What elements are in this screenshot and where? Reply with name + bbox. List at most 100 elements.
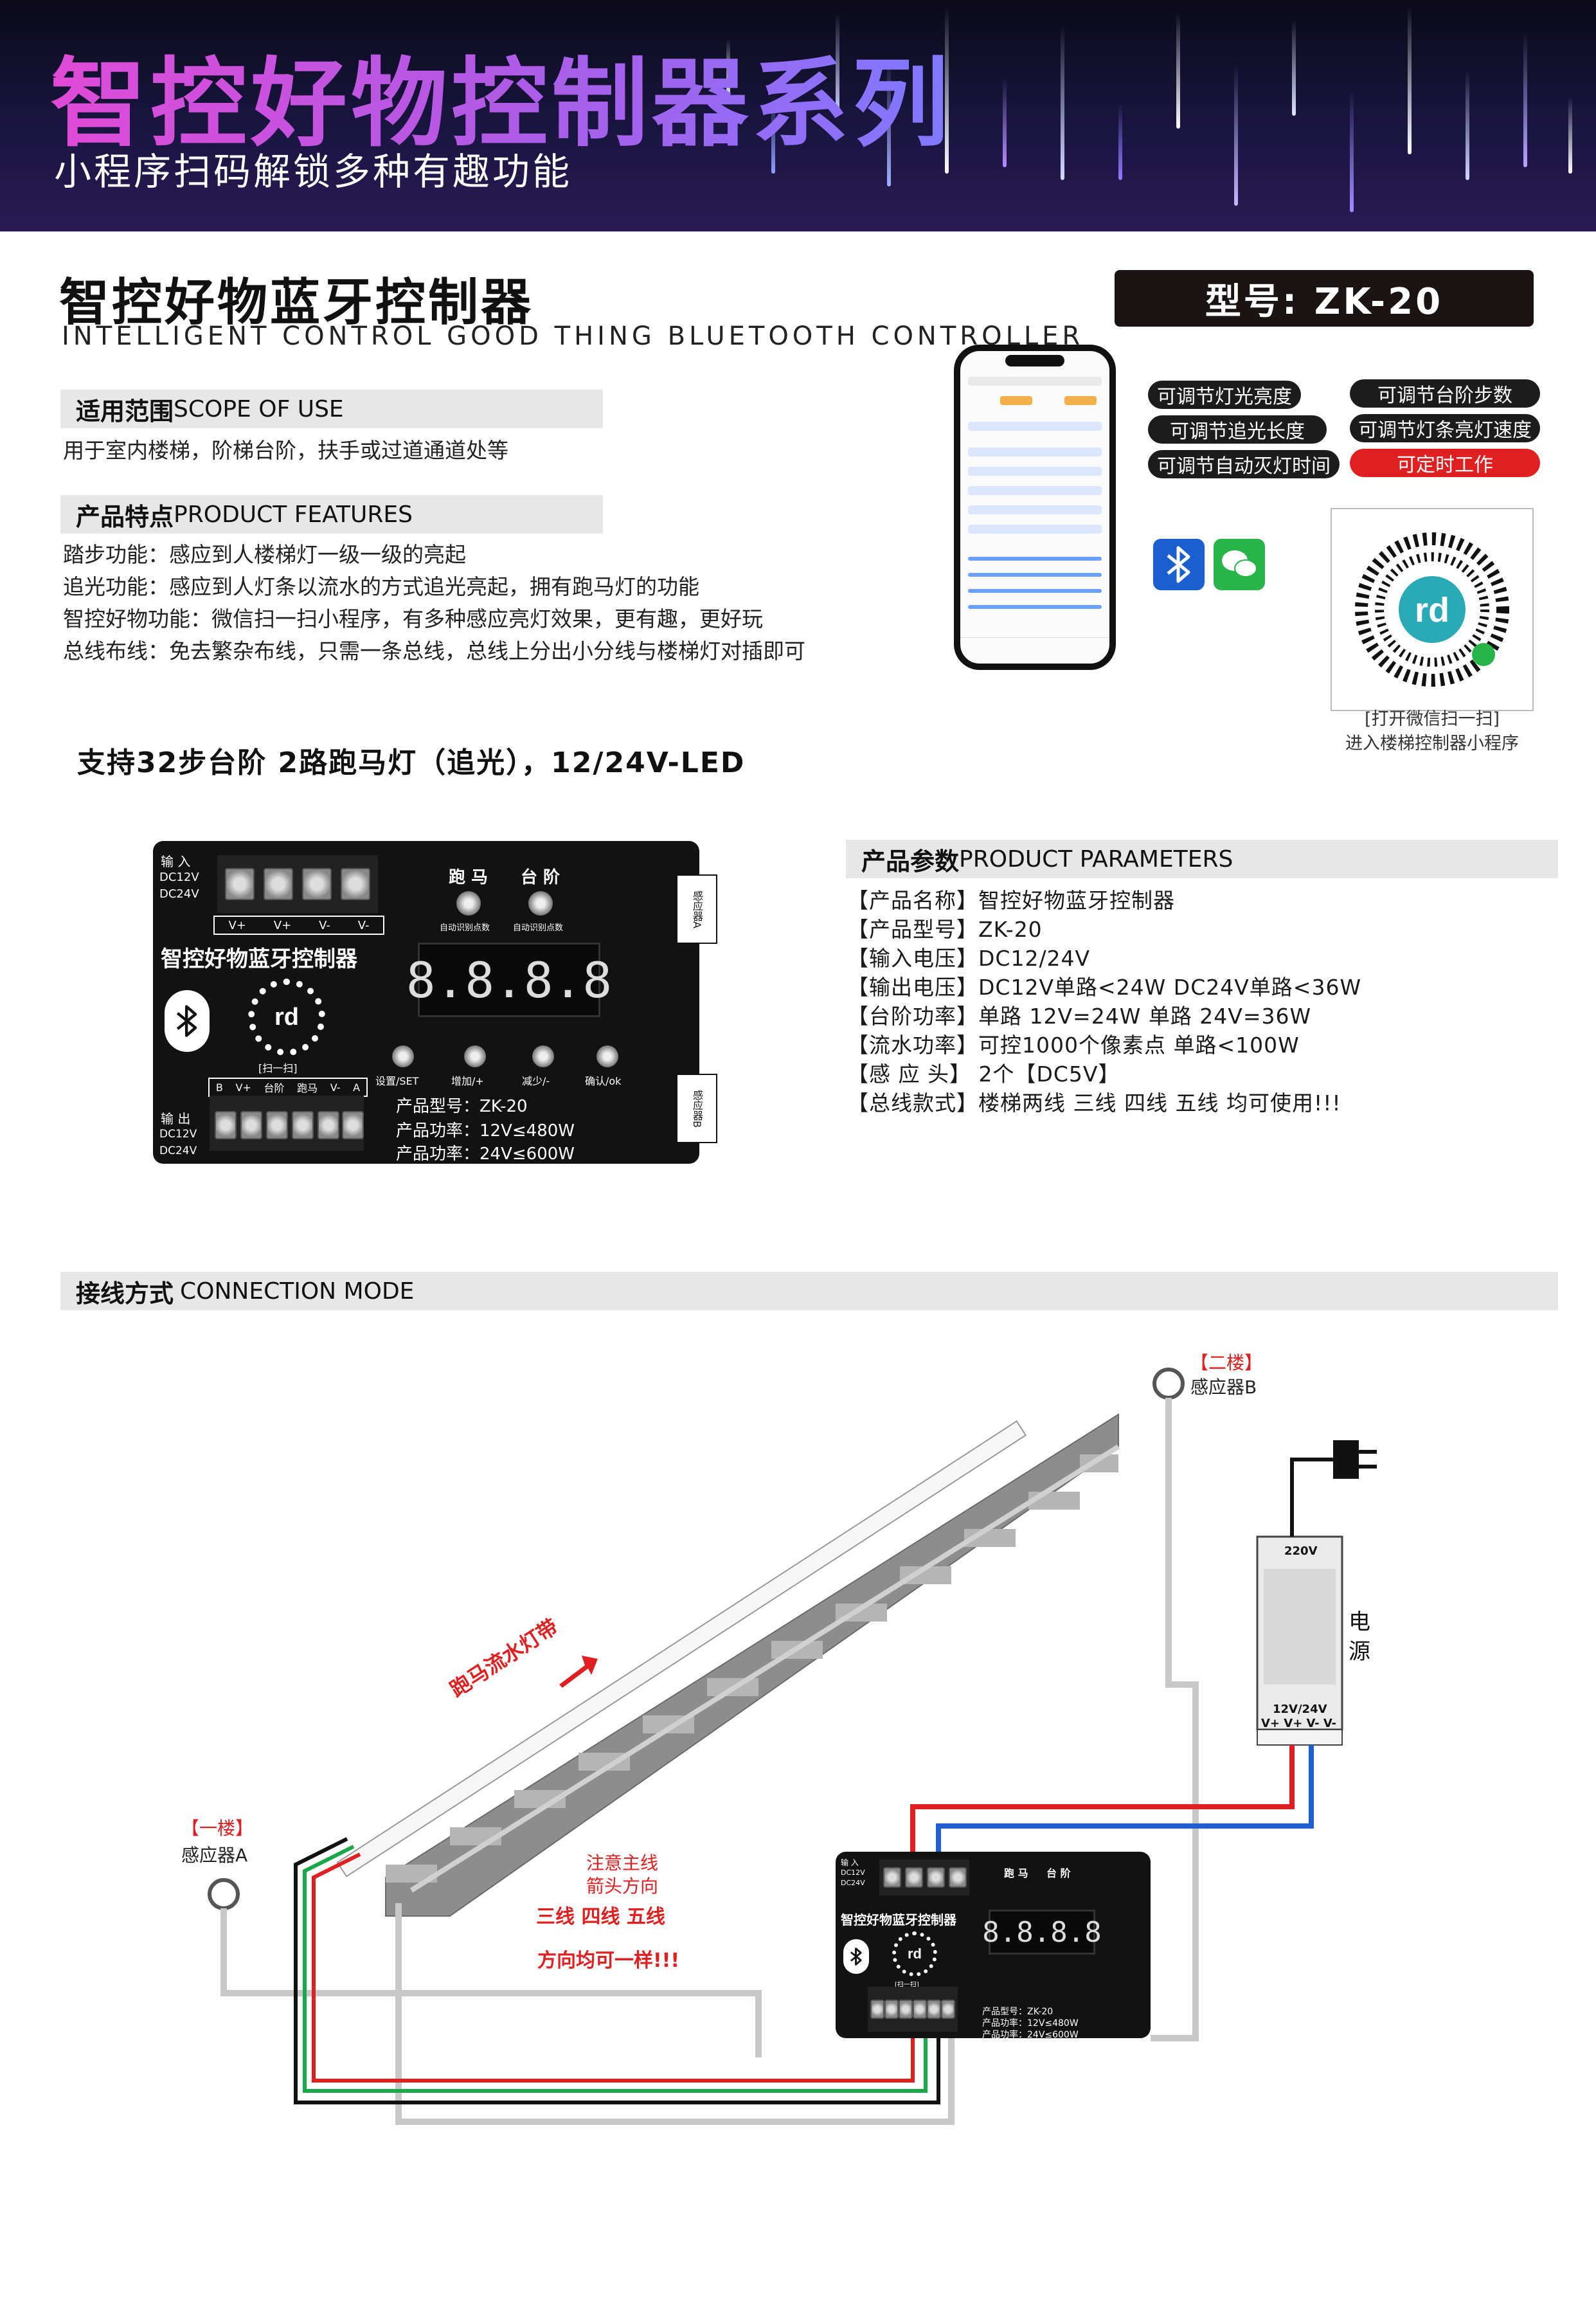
qr-caption-line: 进入楼梯控制器小程序	[1345, 734, 1519, 754]
header-banner	[0, 0, 1596, 231]
terminal-label: V+	[235, 1081, 251, 1094]
power-24v: 产品功率：24V≤600W	[396, 1144, 575, 1164]
decrease-button[interactable]	[532, 1045, 554, 1067]
scan-label: [扫一扫]	[258, 1062, 298, 1074]
decrease-label: 减少/-	[522, 1075, 550, 1087]
param-row: 【流水功率】可控1000个像素点 单路<100W	[847, 1033, 1300, 1058]
features-heading-cn: 产品特点	[76, 502, 174, 531]
auto-detect-label: 自动识别点数	[440, 923, 490, 933]
mini-program-qr[interactable]: rd	[1331, 508, 1534, 711]
sensor-b-port: 感应器B	[676, 1074, 717, 1143]
scope-text: 用于室内楼梯，阶梯台阶，扶手或过道通道处等	[63, 438, 508, 463]
terminal-label: V-	[319, 918, 330, 932]
phone-app-mockup	[954, 345, 1116, 670]
wechat-icon	[1214, 539, 1265, 590]
bluetooth-icon	[165, 990, 210, 1052]
bluetooth-icon	[1153, 539, 1205, 590]
note-line2: 箭头方向	[586, 1876, 659, 1897]
top-terminal-labels: V+ V+ V- V-	[213, 916, 384, 935]
led-display: 8.8.8.8	[406, 943, 612, 1017]
banner-subtitle: 小程序扫码解锁多种有趣功能	[54, 150, 573, 194]
connection-heading-cn: 接线方式	[76, 1279, 174, 1308]
terminal-label: A	[353, 1081, 361, 1094]
input-voltage-12: DC12V	[841, 1868, 865, 1877]
param-row: 【输入电压】DC12/24V	[847, 946, 1091, 971]
psu-input-label: 220V	[1284, 1544, 1318, 1558]
banner-title: 智控好物控制器系列	[50, 26, 953, 165]
run-detect-button[interactable]	[456, 891, 481, 916]
terminal-label: V+	[273, 918, 292, 932]
scan-label: [扫一扫]	[895, 1982, 919, 1989]
confirm-button[interactable]	[596, 1045, 618, 1067]
input-voltage-24: DC24V	[159, 887, 199, 901]
function-pill: 可调节灯条亮灯速度	[1350, 414, 1540, 442]
input-terminal-block	[217, 855, 378, 913]
terminal-label: V-	[330, 1081, 341, 1094]
input-voltage-12: DC12V	[159, 871, 199, 884]
floor2-label: 【二楼】	[1190, 1352, 1263, 1373]
psu-label: 电 源	[1349, 1609, 1370, 1665]
power-24v: 产品功率：24V≤600W	[982, 2030, 1079, 2040]
terminal-label: 跑马	[297, 1082, 318, 1094]
step-label: 台 阶	[521, 868, 560, 887]
power-12v: 产品功率：12V≤480W	[396, 1121, 575, 1141]
output-voltage-24: DC24V	[159, 1144, 197, 1157]
run-label: 跑 马	[449, 868, 489, 887]
svg-text:rd: rd	[1415, 591, 1449, 629]
feature-item: 智控好物功能：微信扫一扫小程序，有多种感应亮灯效果，更有趣，更好玩	[63, 606, 763, 631]
input-terminal-block	[879, 1859, 969, 1895]
controller-name: 智控好物蓝牙控制器	[161, 946, 357, 972]
model-text: 产品型号：ZK-20	[982, 2007, 1054, 2017]
controller-qr: rd	[248, 979, 325, 1056]
run-label: 跑 马	[1004, 1867, 1028, 1879]
qr-caption-line: [打开微信扫一扫]	[1364, 709, 1500, 729]
output-terminal-block	[210, 1096, 364, 1151]
note-line4: 方向均可一样!!!	[537, 1949, 680, 1972]
power-12v: 产品功率：12V≤480W	[982, 2018, 1079, 2029]
controller-qr: rd	[892, 1931, 937, 1976]
step-label: 台 阶	[1046, 1867, 1071, 1879]
output-label: 输 出	[161, 1111, 191, 1126]
led-display: 8.8.8.8	[982, 1910, 1102, 1955]
note-line1: 注意主线	[586, 1852, 659, 1874]
terminal-label: B	[215, 1081, 223, 1094]
qr-caption: [打开微信扫一扫] 进入楼梯控制器小程序	[1311, 707, 1553, 756]
param-row: 【输出电压】DC12V单路<24W DC24V单路<36W	[847, 975, 1362, 1000]
param-row: 【产品名称】智控好物蓝牙控制器	[847, 888, 1175, 913]
psu-output-label: 12V/24V	[1273, 1703, 1327, 1716]
scope-heading-cn: 适用范围	[76, 397, 174, 426]
function-pill: 可调节灯光亮度	[1148, 381, 1301, 409]
product-title: 智控好物蓝牙控制器	[59, 274, 534, 332]
params-heading-cn: 产品参数	[861, 847, 960, 876]
product-title-en: INTELLIGENT CONTROL GOOD THING BLUETOOTH…	[62, 321, 1084, 351]
param-row: 【台阶功率】单路 12V=24W 单路 24V=36W	[847, 1004, 1312, 1029]
set-button[interactable]	[392, 1045, 414, 1067]
set-label: 设置/SET	[375, 1075, 419, 1087]
floor1-label: 【一楼】	[181, 1818, 254, 1839]
input-label: 输 入	[161, 854, 191, 869]
model-text: 产品型号：ZK-20	[396, 1097, 528, 1116]
bottom-terminal-labels: B V+ 台阶 跑马 V- A	[208, 1078, 368, 1097]
confirm-label: 确认/ok	[585, 1075, 622, 1087]
bluetooth-icon	[843, 1939, 869, 1974]
param-row: 【产品型号】ZK-20	[847, 917, 1043, 942]
feature-item: 踏步功能：感应到人楼梯灯一级一级的亮起	[63, 542, 466, 567]
controller-name: 智控好物蓝牙控制器	[841, 1912, 956, 1928]
function-pill: 可调节台阶步数	[1350, 379, 1540, 408]
step-detect-button[interactable]	[528, 891, 553, 916]
features-heading-en: PRODUCT FEATURES	[174, 501, 413, 528]
function-pill: 可调节追光长度	[1148, 415, 1327, 444]
increase-button[interactable]	[464, 1045, 486, 1067]
param-row: 【感 应 头】 2个【DC5V】	[847, 1062, 1120, 1087]
psu-terminal-labels: V+ V+ V- V-	[1261, 1717, 1337, 1730]
controller-diagram: 输 入 DC12V DC24V 跑 马 台 阶 智控好物蓝牙控制器 8.8.8.…	[836, 1852, 1151, 2040]
increase-label: 增加/+	[451, 1075, 484, 1087]
connection-heading-en: CONNECTION MODE	[180, 1278, 415, 1305]
sensor-a-label: 感应器A	[181, 1845, 248, 1866]
input-label: 输 入	[841, 1858, 859, 1867]
terminal-label: V+	[228, 918, 246, 932]
